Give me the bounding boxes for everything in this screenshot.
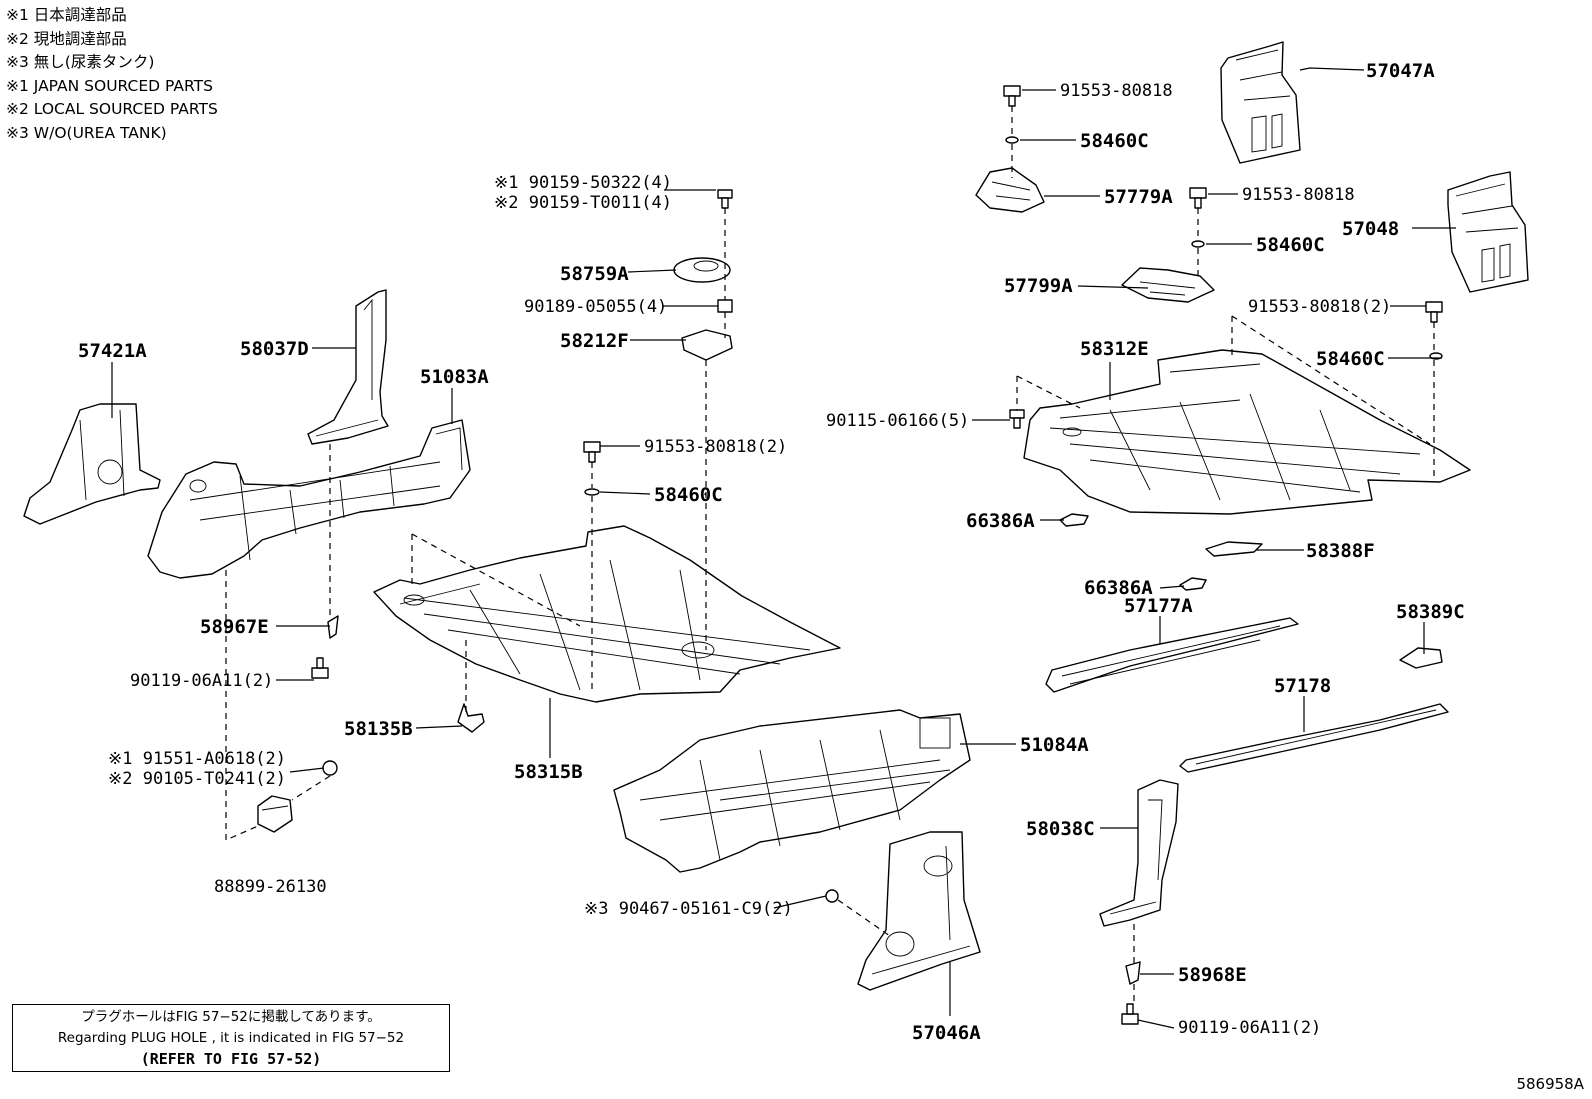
label-90119-06A11-2-b: 90119-06A11(2) — [1178, 1018, 1321, 1038]
part-88899-shape — [257, 795, 293, 833]
label-58460C-b: 58460C — [1256, 234, 1325, 256]
plug-hole-note-box: プラグホールはFIG 57−52に掲載してあります。 Regarding PLU… — [12, 1004, 450, 1072]
label-58967E: 58967E — [200, 616, 269, 638]
note-line-2: ※2 現地調達部品 — [6, 29, 127, 48]
footnote-legend: ※1 日本調達部品 ※2 現地調達部品 ※3 無し(尿素タンク) ※1 JAPA… — [6, 4, 218, 145]
part-58759A-shape — [673, 257, 731, 283]
part-90115-shape — [1009, 409, 1025, 429]
label-51084A: 51084A — [1020, 734, 1089, 756]
part-90467-shape — [825, 889, 839, 903]
label-58312E: 58312E — [1080, 338, 1149, 360]
part-51084A-shape — [613, 709, 971, 873]
leader-lines — [111, 67, 1456, 1029]
label-58135B: 58135B — [344, 718, 413, 740]
label-88899-26130: 88899-26130 — [214, 877, 327, 897]
part-58312E-shape — [1023, 349, 1471, 515]
part-91553-d-shape — [583, 441, 601, 463]
label-57047A: 57047A — [1366, 60, 1435, 82]
part-57421A-shape — [23, 403, 161, 525]
part-90189-shape — [717, 299, 733, 313]
label-90189-05055-4: 90189-05055(4) — [524, 297, 667, 317]
label-57799A: 57799A — [1004, 275, 1073, 297]
part-57779A-shape — [975, 167, 1045, 213]
part-58460C-b-shape — [1191, 240, 1205, 248]
part-57799A-shape — [1121, 267, 1215, 303]
label-57048: 57048 — [1342, 218, 1399, 240]
part-57178-shape — [1179, 703, 1449, 773]
part-58212F-shape — [681, 329, 733, 361]
part-51083A-shape — [147, 419, 471, 579]
part-66386A-a-shape — [1059, 513, 1089, 527]
part-57177A-shape — [1045, 617, 1299, 693]
label-91553-80818-2-c: 91553-80818(2) — [1248, 297, 1391, 317]
label-91551-A0618-2: ※1 91551-A0618(2) — [108, 749, 286, 769]
part-57047A-shape — [1220, 41, 1301, 164]
label-58038C: 58038C — [1026, 818, 1095, 840]
part-58037D-shape — [307, 289, 389, 445]
part-58388F-shape — [1205, 541, 1263, 557]
label-58212F: 58212F — [560, 330, 629, 352]
part-91553-a-shape — [1003, 85, 1021, 107]
part-58968E-shape — [1125, 961, 1141, 985]
assembly-lines — [225, 106, 1435, 1004]
plug-hole-note-en: Regarding PLUG HOLE , it is indicated in… — [57, 1030, 405, 1046]
note-line-3: ※3 無し(尿素タンク) — [6, 53, 155, 71]
part-90119-a-shape — [311, 657, 329, 679]
label-58968E: 58968E — [1178, 964, 1247, 986]
part-57046A-shape — [857, 831, 981, 991]
note-line-6: ※3 W/O(UREA TANK) — [6, 123, 167, 142]
part-labels: 57047A 91553-80818 58460C 57779A 91553-8… — [78, 60, 1465, 1044]
plug-hole-note-jp: プラグホールはFIG 57−52に掲載してあります。 — [81, 1009, 381, 1025]
label-58460C-c: 58460C — [1316, 348, 1385, 370]
label-66386A-a: 66386A — [966, 510, 1035, 532]
label-90159-T0011-4: ※2 90159-T0011(4) — [494, 193, 672, 213]
label-91553-80818-a: 91553-80818 — [1060, 81, 1173, 101]
part-58135B-shape — [457, 703, 485, 733]
note-line-4: ※1 JAPAN SOURCED PARTS — [6, 76, 213, 95]
label-90115-06166-5: 90115-06166(5) — [826, 411, 969, 431]
label-57177A: 57177A — [1124, 595, 1193, 617]
part-91553-c-shape — [1425, 301, 1443, 323]
label-51083A: 51083A — [420, 366, 489, 388]
part-58460C-a-shape — [1005, 136, 1019, 144]
label-57046A: 57046A — [912, 1022, 981, 1044]
label-57178: 57178 — [1274, 675, 1331, 697]
label-90159-50322-4: ※1 90159-50322(4) — [494, 173, 672, 193]
part-90159-shape — [717, 189, 733, 209]
part-57048-shape — [1447, 171, 1529, 293]
label-58389C: 58389C — [1396, 601, 1465, 623]
label-66386A-b: 66386A — [1084, 577, 1153, 599]
label-90119-06A11-2-a: 90119-06A11(2) — [130, 671, 273, 691]
note-line-1: ※1 日本調達部品 — [6, 6, 127, 24]
label-58460C-a: 58460C — [1080, 130, 1149, 152]
label-58315B: 58315B — [514, 761, 583, 783]
label-58759A: 58759A — [560, 263, 629, 285]
part-91553-b-shape — [1189, 187, 1207, 209]
part-58460C-d-shape — [584, 488, 600, 496]
label-58388F: 58388F — [1306, 540, 1375, 562]
part-90119-b-shape — [1121, 1003, 1139, 1025]
label-90105-T0241-2: ※2 90105-T0241(2) — [108, 769, 286, 789]
plug-hole-refer: (REFER TO FIG 57-52) — [140, 1050, 322, 1068]
note-line-5: ※2 LOCAL SOURCED PARTS — [6, 100, 218, 118]
label-90467-05161-C9-2: ※3 90467-05161-C9(2) — [584, 899, 793, 919]
label-57421A: 57421A — [78, 340, 147, 362]
label-91553-80818-b: 91553-80818 — [1242, 185, 1355, 205]
part-58038C-shape — [1099, 779, 1179, 927]
part-58389C-shape — [1399, 647, 1443, 669]
label-91553-80818-2-d: 91553-80818(2) — [644, 437, 787, 457]
label-58460C-d: 58460C — [654, 484, 723, 506]
part-91551-shape — [322, 760, 338, 776]
part-66386A-b-shape — [1179, 577, 1207, 591]
part-58315B-shape — [373, 525, 841, 703]
label-58037D: 58037D — [240, 338, 309, 360]
illustration-id: 586958A — [1516, 1075, 1584, 1093]
label-57779A: 57779A — [1104, 186, 1173, 208]
part-58967E-shape — [327, 615, 339, 639]
